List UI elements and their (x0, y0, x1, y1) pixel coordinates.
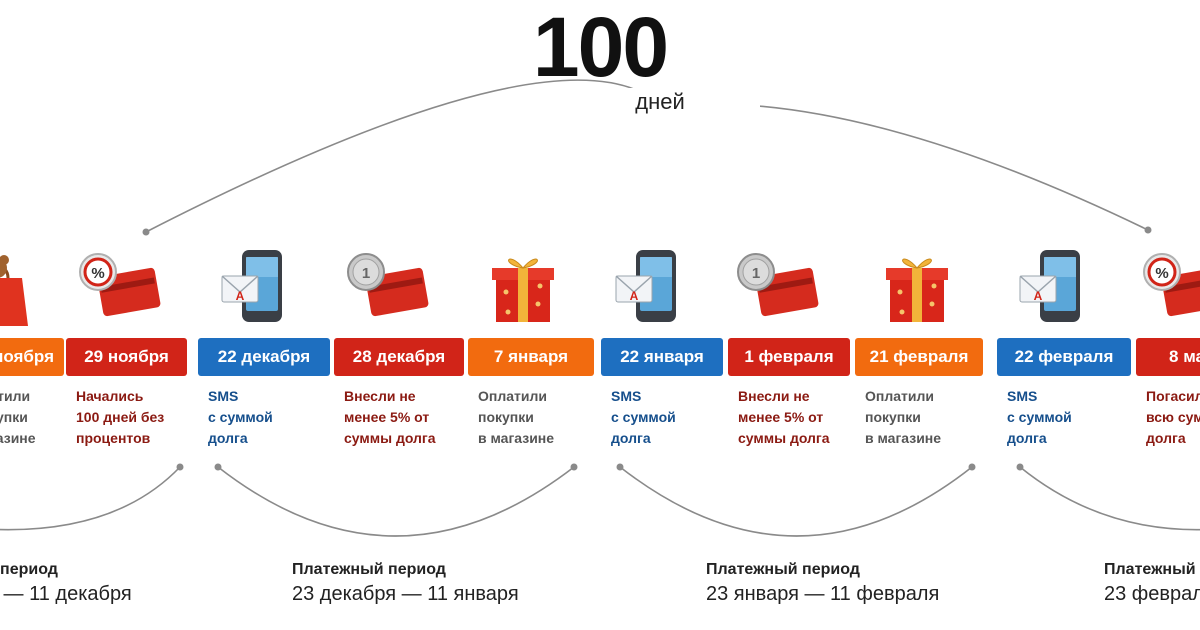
period-dates: 23 января — 11 февраля (706, 583, 940, 605)
arc-endpoint (570, 463, 578, 471)
event-description: SMS с суммой долга (611, 386, 676, 449)
description-line: процентов (76, 430, 151, 446)
period-title: Платежный период (0, 561, 58, 578)
period-dates: 23 февраля — 11 марта (1104, 583, 1200, 605)
period-title: Платежный период (292, 561, 446, 578)
arc-endpoint (214, 463, 222, 471)
period-dates: 23 декабря — 11 января (292, 583, 519, 605)
description-line: в магазине (865, 430, 942, 446)
description-line: SMS (611, 388, 642, 404)
payment-period: Платежный период 23 января — 11 февраля (706, 560, 939, 608)
description-line: SMS (208, 388, 239, 404)
hundred-days-arc (145, 79, 661, 233)
description-line: 100 дней без (76, 409, 165, 425)
arc-endpoint (616, 463, 624, 471)
svg-text:%: % (1155, 265, 1168, 282)
date-badge: 8 марта (1136, 338, 1200, 376)
description-line: долга (208, 430, 248, 446)
date-badge: 29 ноября (66, 338, 187, 376)
gift-box-icon (872, 242, 962, 332)
date-badge: 7 января (468, 338, 594, 376)
svg-text:%: % (91, 265, 104, 282)
percent-card-icon: % (1136, 242, 1200, 332)
description-line: долга (1146, 430, 1186, 446)
description-line: SMS (1007, 388, 1038, 404)
period-arc-1 (0, 466, 181, 531)
description-line: Погасили (1146, 388, 1200, 404)
description-line: долга (611, 430, 651, 446)
period-arc-4 (1019, 466, 1200, 531)
description-line: Оплатили (478, 388, 547, 404)
description-line: Оплатили (865, 388, 934, 404)
svg-text:A: A (236, 289, 245, 303)
period-title: Платежный период (706, 561, 860, 578)
hundred-days-unit: дней (560, 88, 760, 116)
coin-card-icon: 1 (340, 242, 430, 332)
description-line: суммы долга (738, 430, 830, 446)
gift-box-icon (478, 242, 568, 332)
svg-text:A: A (1034, 289, 1043, 303)
description-line: с суммой (611, 409, 676, 425)
description-line: платили (0, 388, 31, 404)
gift-bag-icon (0, 242, 42, 332)
arc-endpoint (1016, 463, 1024, 471)
date-badge: ноября (0, 338, 64, 376)
description-line: в магазине (478, 430, 555, 446)
percent-card-icon: % (72, 242, 162, 332)
period-title: Платежный период (1104, 561, 1200, 578)
hundred-days-number: 100 (532, 0, 669, 94)
description-line: суммы долга (344, 430, 436, 446)
coin-card-icon: 1 (730, 242, 820, 332)
description-line: всю сумму (1146, 409, 1200, 425)
svg-text:1: 1 (362, 265, 370, 282)
period-arc-3 (619, 466, 973, 537)
description-line: Внесли не (738, 388, 810, 404)
description-line: с суммой (1007, 409, 1072, 425)
date-badge: 22 февраля (997, 338, 1131, 376)
description-line: менее 5% от (738, 409, 824, 425)
date-badge: 1 февраля (728, 338, 850, 376)
svg-text:A: A (630, 289, 639, 303)
hundred-days-arc-right (699, 103, 1149, 231)
arc-endpoint (142, 228, 150, 236)
event-description: SMS с суммой долга (208, 386, 273, 449)
payment-period: Платежный период 23 декабря — 11 января (292, 560, 519, 608)
payment-period: Платежный период 23 февраля — 11 марта (1104, 560, 1200, 608)
description-line: Внесли не (344, 388, 416, 404)
arc-endpoint (1144, 226, 1152, 234)
date-badge: 28 декабря (334, 338, 464, 376)
arc-endpoint (176, 463, 184, 471)
event-description: Начались 100 дней без процентов (76, 386, 164, 449)
event-description: Внесли не менее 5% от суммы долга (344, 386, 436, 449)
arc-endpoint (968, 463, 976, 471)
event-description: Внесли не менее 5% от суммы долга (738, 386, 830, 449)
description-line: покупки (0, 409, 28, 425)
date-badge: 22 декабря (198, 338, 330, 376)
date-badge: 21 февраля (855, 338, 983, 376)
sms-phone-icon: A (1010, 242, 1100, 332)
description-line: Начались (76, 388, 144, 404)
event-description: Оплатили покупки в магазине (865, 386, 941, 449)
description-line: менее 5% от (344, 409, 430, 425)
period-dates: 23 ноября — 11 декабря (0, 583, 132, 605)
description-line: с суммой (208, 409, 273, 425)
sms-phone-icon: A (606, 242, 696, 332)
event-description: Погасили всю сумму долга (1146, 386, 1200, 449)
event-description: SMS с суммой долга (1007, 386, 1072, 449)
description-line: магазине (0, 430, 36, 446)
event-description: платили покупки магазине (0, 386, 36, 449)
description-line: покупки (478, 409, 534, 425)
description-line: долга (1007, 430, 1047, 446)
sms-phone-icon: A (212, 242, 302, 332)
svg-text:1: 1 (752, 265, 760, 282)
event-description: Оплатили покупки в магазине (478, 386, 554, 449)
payment-period: Платежный период 23 ноября — 11 декабря (0, 560, 132, 608)
description-line: покупки (865, 409, 921, 425)
period-arc-2 (217, 466, 575, 537)
date-badge: 22 января (601, 338, 723, 376)
